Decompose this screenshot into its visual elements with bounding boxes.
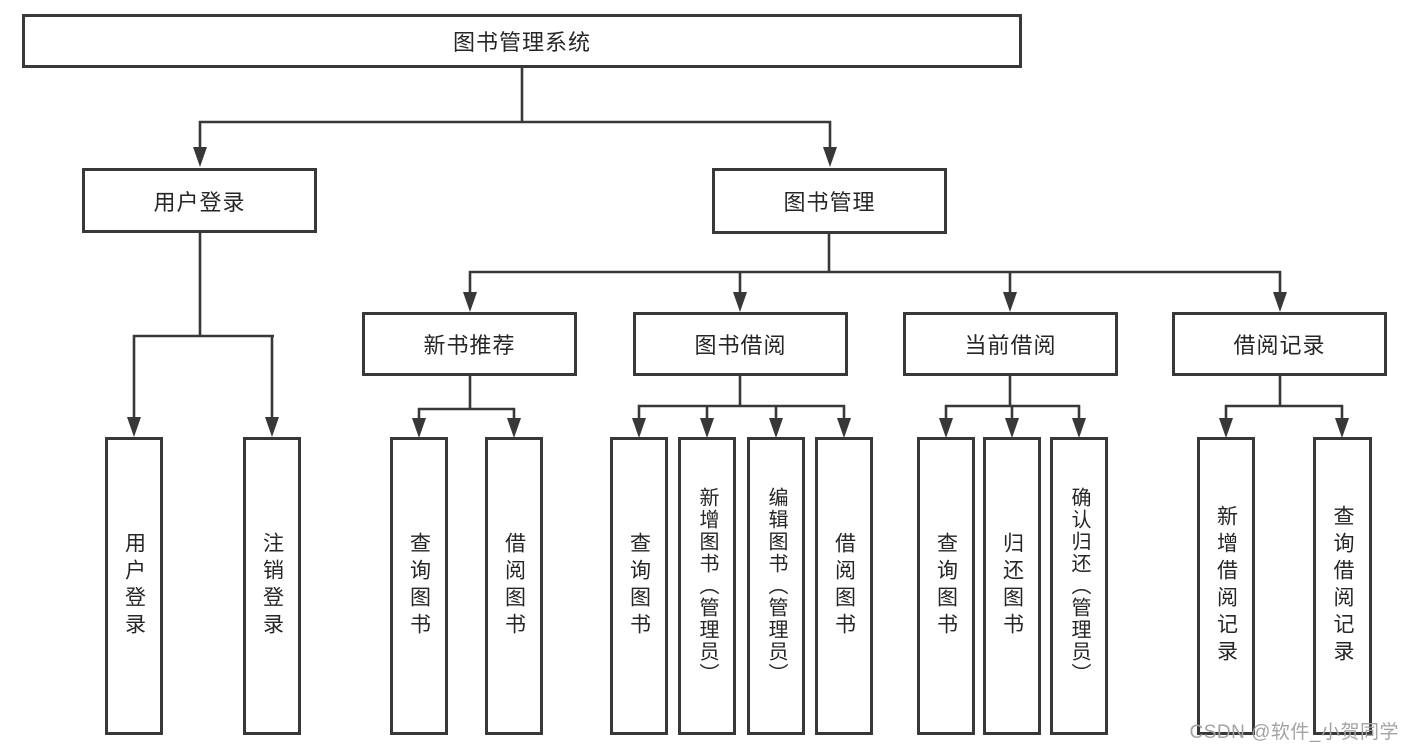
leaf-add-borrow-record: 新增借阅记录: [1197, 437, 1255, 735]
leaf-edit-book-admin: 编辑图书（管理员）: [747, 437, 805, 735]
leaf-return-book: 归还图书: [983, 437, 1041, 735]
node-borrowing-records: 借阅记录: [1172, 312, 1387, 376]
node-book-management: 图书管理: [712, 168, 947, 234]
leaf-borrow-book-recommend: 借阅图书: [485, 437, 543, 735]
csdn-watermark: CSDN @软件_小贺同学: [1189, 722, 1399, 743]
node-book-borrowing: 图书借阅: [633, 312, 848, 376]
leaf-query-borrow-record: 查询借阅记录: [1313, 437, 1372, 735]
leaf-query-books-recommend: 查询图书: [390, 437, 448, 735]
node-new-book-recommendation: 新书推荐: [362, 312, 577, 376]
leaf-add-book-admin: 新增图书（管理员）: [678, 437, 736, 735]
node-user-login: 用户登录: [82, 168, 317, 233]
leaf-user-login: 用户登录: [105, 437, 163, 735]
leaf-confirm-return-admin: 确认归还（管理员）: [1050, 437, 1108, 735]
node-current-borrowing: 当前借阅: [903, 312, 1118, 376]
leaf-query-books-borrowing: 查询图书: [610, 437, 668, 735]
leaf-query-books-current: 查询图书: [917, 437, 975, 735]
leaf-borrow-book: 借阅图书: [815, 437, 873, 735]
leaf-logout: 注销登录: [243, 437, 301, 735]
node-root-library-system: 图书管理系统: [22, 14, 1022, 68]
